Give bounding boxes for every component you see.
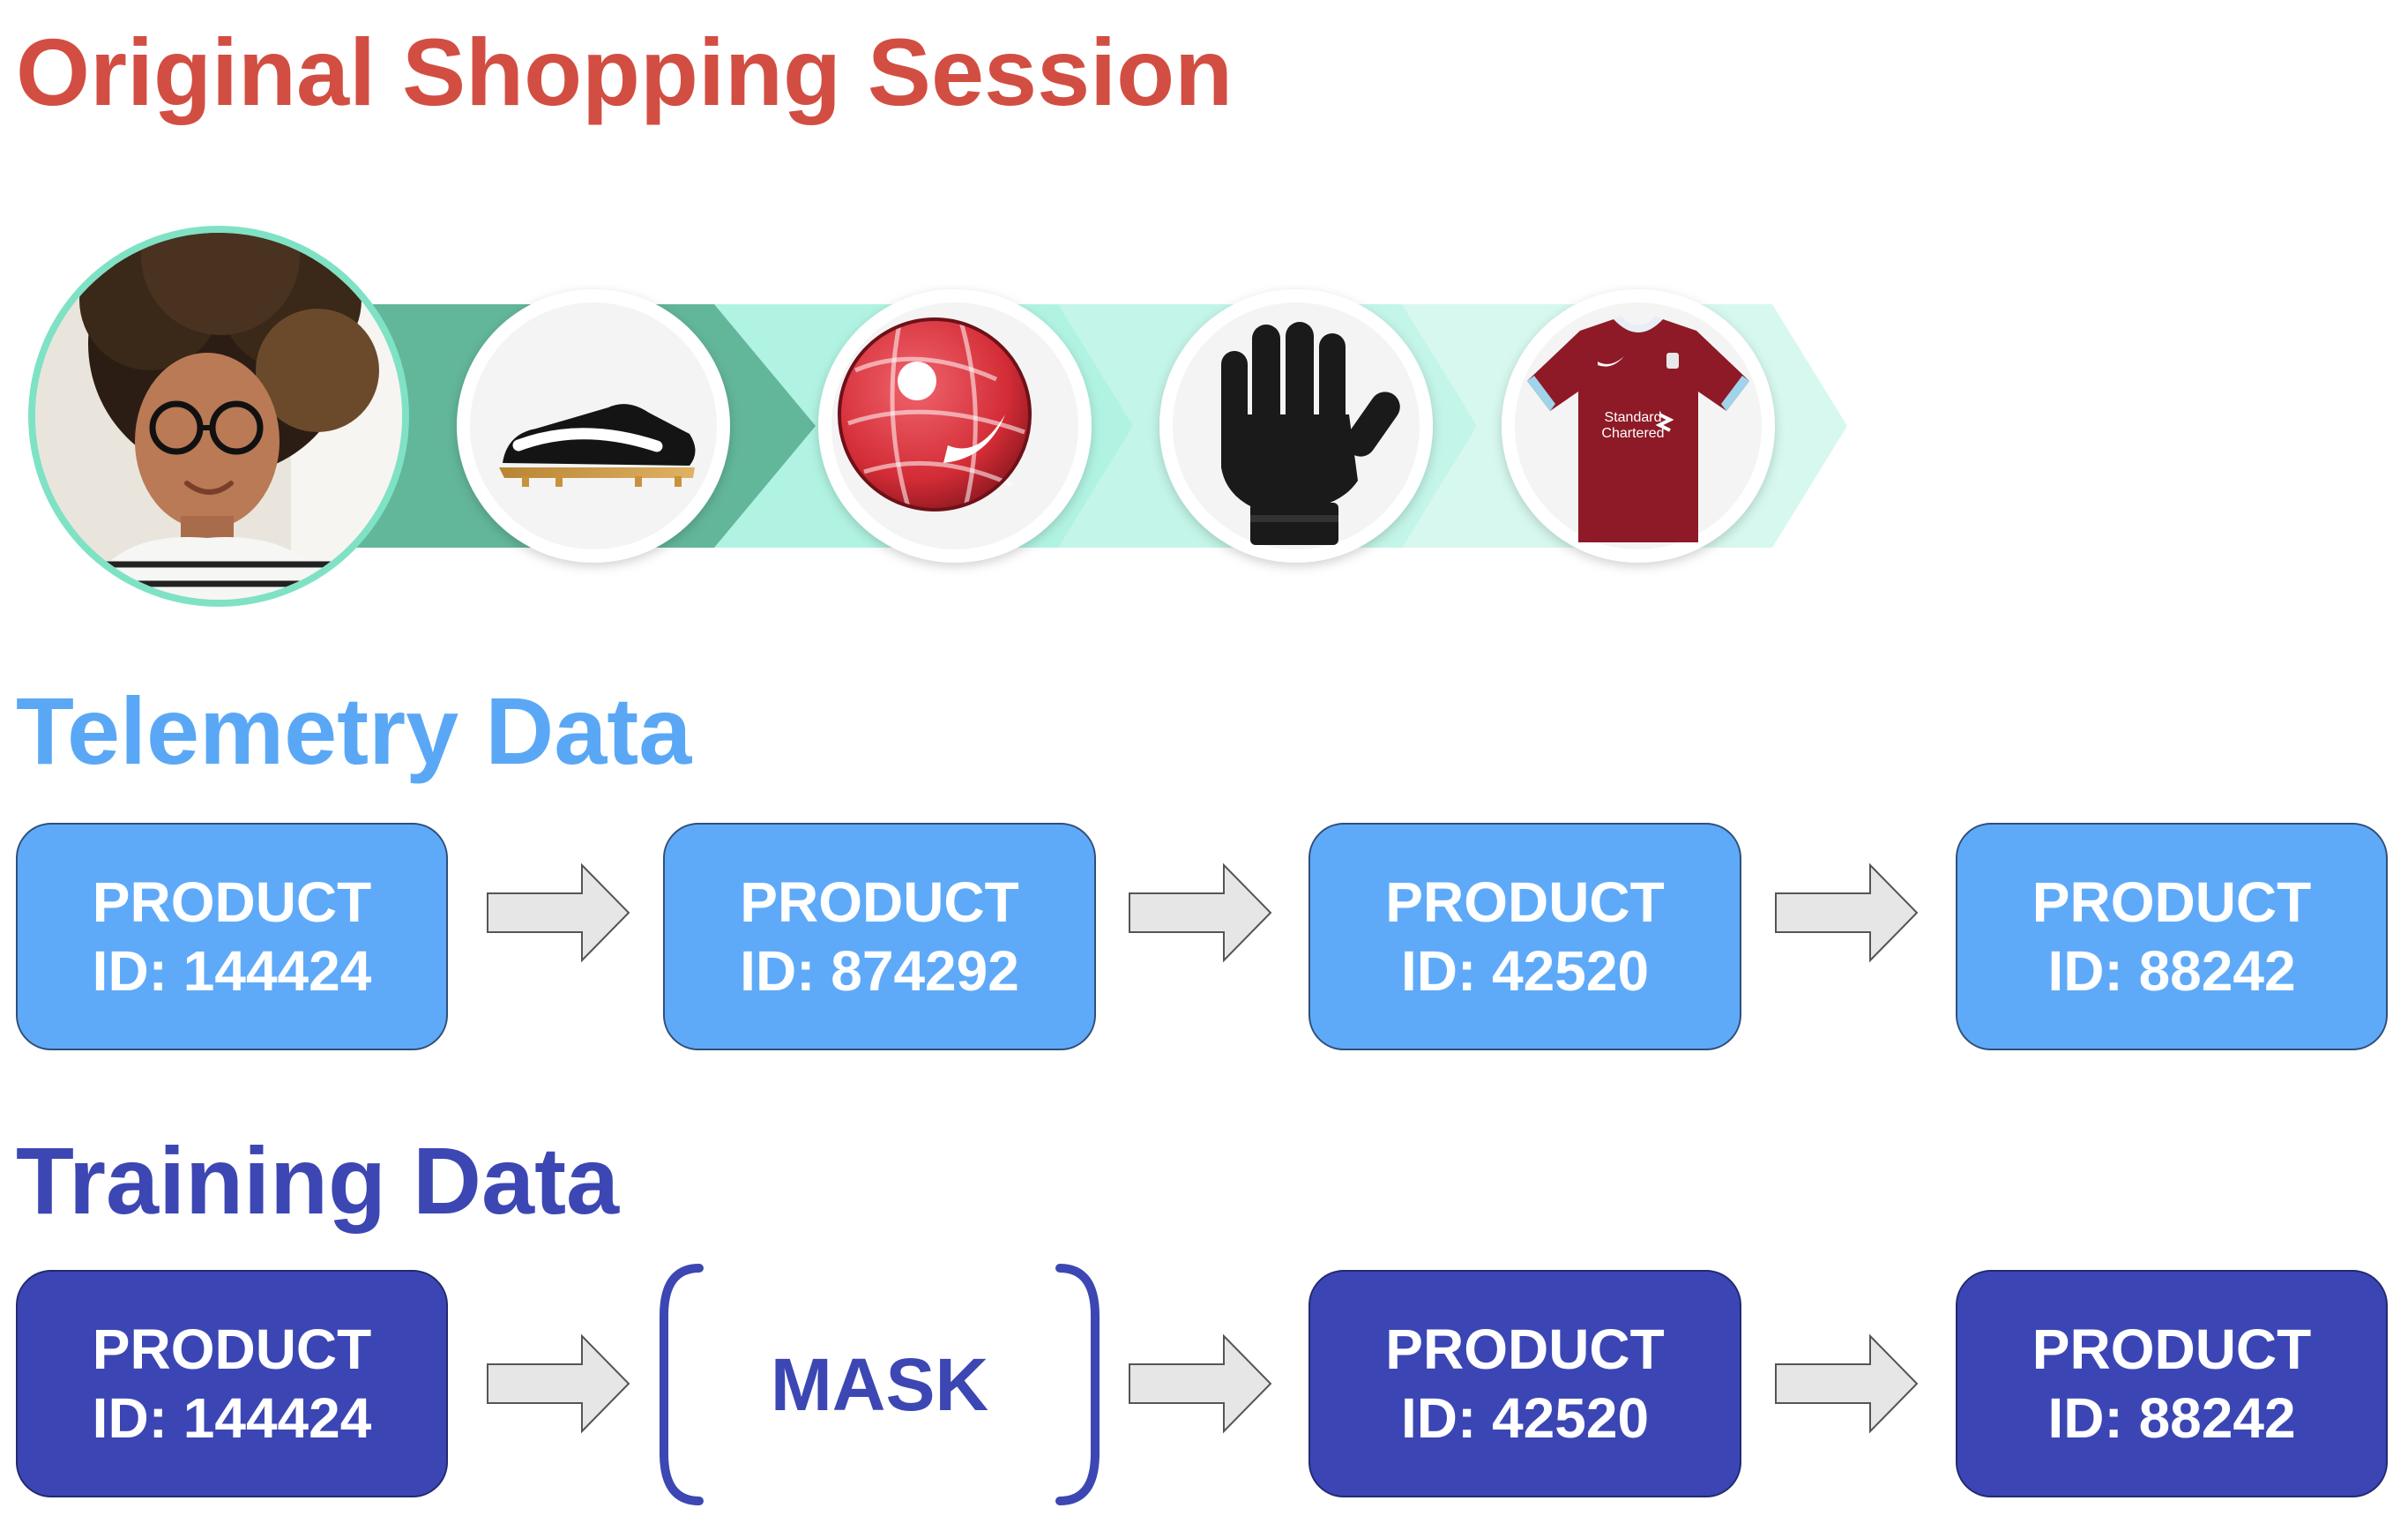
jersey-sponsor-line1: Standard — [1605, 410, 1662, 425]
training-product-label: PRODUCT — [2032, 1317, 2312, 1381]
product-circle-jersey: Standard Chartered — [1502, 289, 1775, 563]
telemetry-product-label: PRODUCT — [2032, 870, 2312, 934]
training-arrow-icon — [1129, 1333, 1272, 1434]
training-product-id: ID: 88242 — [2047, 1386, 2296, 1450]
telemetry-arrow-icon — [1129, 862, 1272, 963]
soccer-ball-icon — [838, 317, 1032, 511]
telemetry-product-box: PRODUCT ID: 874292 — [663, 823, 1096, 1050]
mask-token: MASK — [770, 1342, 989, 1426]
telemetry-arrow-icon — [487, 862, 630, 963]
telemetry-arrow-icon — [1775, 862, 1919, 963]
training-product-id: ID: 144424 — [92, 1386, 372, 1450]
football-jersey-icon — [1527, 316, 1749, 542]
training-product-box: PRODUCT ID: 144424 — [16, 1270, 448, 1497]
telemetry-product-id: ID: 88242 — [2047, 939, 2296, 1003]
product-circle-glove — [1159, 289, 1433, 563]
sponsor-logo-icon — [1655, 413, 1674, 432]
telemetry-product-box: PRODUCT ID: 42520 — [1308, 823, 1741, 1050]
jersey-sponsor-line2: Chartered — [1601, 426, 1664, 441]
telemetry-product-label: PRODUCT — [740, 870, 1019, 934]
telemetry-product-label: PRODUCT — [1385, 870, 1665, 934]
football-boot-icon — [499, 404, 696, 487]
telemetry-product-box: PRODUCT ID: 144424 — [16, 823, 448, 1050]
goalkeeper-glove-icon — [1221, 322, 1400, 545]
shopping-session-strip: Standard Chartered — [28, 226, 1847, 607]
telemetry-product-label: PRODUCT — [92, 870, 372, 934]
mask-brackets — [660, 1264, 1100, 1505]
training-product-label: PRODUCT — [92, 1317, 372, 1381]
training-product-id: ID: 42520 — [1400, 1386, 1650, 1450]
product-circle-ball — [818, 289, 1092, 563]
training-product-label: PRODUCT — [1385, 1317, 1665, 1381]
training-arrow-icon — [1775, 1333, 1919, 1434]
shopper-avatar — [28, 226, 409, 607]
telemetry-product-id: ID: 42520 — [1400, 939, 1650, 1003]
telemetry-title: Telemetry Data — [16, 677, 692, 784]
training-arrow-icon — [487, 1333, 630, 1434]
telemetry-product-id: ID: 874292 — [740, 939, 1019, 1003]
telemetry-product-id: ID: 144424 — [92, 939, 372, 1003]
training-product-box: PRODUCT ID: 88242 — [1956, 1270, 2388, 1497]
telemetry-product-box: PRODUCT ID: 88242 — [1956, 823, 2388, 1050]
session-title: Original Shopping Session — [16, 19, 1234, 125]
training-product-box: PRODUCT ID: 42520 — [1308, 1270, 1741, 1497]
product-circle-boot — [457, 289, 730, 563]
training-title: Training Data — [16, 1127, 620, 1234]
